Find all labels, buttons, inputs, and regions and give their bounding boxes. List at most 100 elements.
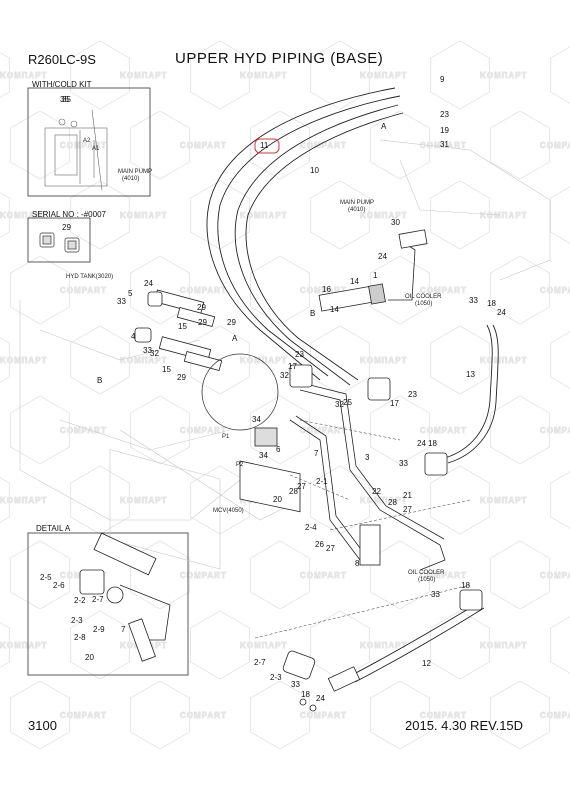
label-b: B <box>310 309 315 318</box>
callout-19: 33 <box>143 346 152 355</box>
watermark-hexagon <box>0 191 10 239</box>
callout-51: 26 <box>315 540 324 549</box>
label-serial-part: 29 <box>62 223 71 232</box>
watermark-hexagon <box>0 51 10 99</box>
callout-25: 24 <box>497 308 506 317</box>
watermark-hexagon <box>550 331 570 389</box>
watermark-hexagon <box>130 680 190 750</box>
callout-15: 29 <box>197 303 206 312</box>
hose-10-11 <box>206 87 404 386</box>
watermark-text: KOMПAPT <box>360 356 407 365</box>
watermark-text: COMPART <box>180 426 227 435</box>
inset-label-cold-kit: WITH/COLD KIT <box>32 80 92 89</box>
watermark-text: KOMПAPT <box>240 211 287 220</box>
watermark-hexagon <box>310 40 370 110</box>
callout-62: 20 <box>85 653 94 662</box>
watermark-hexagon <box>550 186 570 244</box>
watermark-text: COMPART <box>540 141 570 150</box>
callout-66: 2-3 <box>270 673 282 682</box>
watermark-hexagon <box>0 476 10 524</box>
pipe-3 <box>289 383 446 571</box>
callout-56: 2-2 <box>74 596 86 605</box>
watermark-text: KOMПAPT <box>360 211 407 220</box>
watermark-hexagon <box>70 180 130 250</box>
label-p1: P1 <box>222 434 230 440</box>
callout-41: 18 <box>428 439 437 448</box>
callout-11: 14 <box>330 305 339 314</box>
callout-3: 31 <box>440 140 449 149</box>
callout-2: 19 <box>440 126 449 135</box>
watermark-text: COMPART <box>540 711 570 720</box>
watermark-text: COMPART <box>540 571 570 580</box>
label-hyd-tank: HYD TANK(3020) <box>66 274 113 280</box>
callout-10: 16 <box>322 285 331 294</box>
watermark-hexagon <box>490 255 550 325</box>
callout-55: 2-6 <box>53 581 65 590</box>
callout-11-highlight <box>254 138 280 154</box>
page-number: 3100 <box>28 718 57 733</box>
callout-57: 2-7 <box>92 595 104 604</box>
label-main-pump-code: (4010) <box>348 207 365 213</box>
label-cold-kit-part: 35 <box>60 95 69 104</box>
watermark-text: COMPART <box>60 141 107 150</box>
label-oil-cooler-code: (1050) <box>415 301 432 307</box>
label-cold-kit-main-pump: MAIN PUMP <box>118 169 152 175</box>
watermark-hexagon <box>10 680 70 750</box>
watermark-text: KOMПAPT <box>480 211 527 220</box>
serial-fittings <box>39 232 80 253</box>
watermark-text: COMPART <box>300 426 347 435</box>
callout-17: 29 <box>227 318 236 327</box>
watermark-text: KOMПAPT <box>0 71 47 80</box>
callout-6: 30 <box>391 218 400 227</box>
watermark-hexagon <box>190 610 250 680</box>
watermark-layer: KOMПAPT KOMПAPT KOMПAPT KOMПAPT KOMПAPT KOMПA… <box>0 40 570 750</box>
callout-14: 33 <box>117 297 126 306</box>
watermark-hexagon <box>490 110 550 180</box>
callout-34: 34 <box>252 415 261 424</box>
watermark-text: KOMПAPT <box>0 356 47 365</box>
callout-61: 7 <box>121 625 126 634</box>
watermark-text: COMPART <box>420 711 467 720</box>
watermark-text: COMPART <box>540 286 570 295</box>
watermark-hexagon <box>70 465 130 535</box>
label-oil-cooler-2: OIL COOLER <box>408 570 445 576</box>
callout-52: 27 <box>326 544 335 553</box>
callout-39: 2-1 <box>316 477 328 486</box>
label-a: A <box>232 334 238 343</box>
label-a-top: A <box>381 122 387 131</box>
watermark-text: COMPART <box>60 426 107 435</box>
watermark-text: KOMПAPT <box>480 71 527 80</box>
callout-70: 12 <box>422 659 431 668</box>
watermark-text: COMPART <box>300 286 347 295</box>
watermark-text: KOMПAPT <box>0 211 47 220</box>
watermark-hexagon <box>70 40 130 110</box>
callout-54: 2-5 <box>40 573 52 582</box>
watermark-text: KOMПAPT <box>120 211 167 220</box>
watermark-text: COMPART <box>300 571 347 580</box>
callout-4: 11 <box>260 141 269 150</box>
watermark-hexagon <box>550 471 570 529</box>
callout-22: 29 <box>177 373 186 382</box>
watermark-text: COMPART <box>180 711 227 720</box>
callout-58: 2-3 <box>71 616 83 625</box>
guide-lines <box>254 419 471 639</box>
watermark-text: COMPART <box>420 286 467 295</box>
watermark-text: KOMПAPT <box>480 356 527 365</box>
label-main-pump: MAIN PUMP <box>340 200 374 206</box>
watermark-hexagon <box>250 680 310 750</box>
callout-18: 4 <box>131 332 136 341</box>
hose-13 <box>444 324 499 464</box>
watermark-text: COMPART <box>300 141 347 150</box>
watermark-text: KOMПAPT <box>0 496 47 505</box>
callout-9: 14 <box>350 277 359 286</box>
callout-23: 33 <box>469 296 478 305</box>
watermark-text: COMPART <box>60 286 107 295</box>
callout-27: 23 <box>295 350 304 359</box>
callout-44: 28 <box>289 487 298 496</box>
callout-1: 23 <box>440 110 449 119</box>
callout-37: 7 <box>314 449 319 458</box>
callout-49: 27 <box>403 505 412 514</box>
callout-33: 25 <box>343 398 352 407</box>
